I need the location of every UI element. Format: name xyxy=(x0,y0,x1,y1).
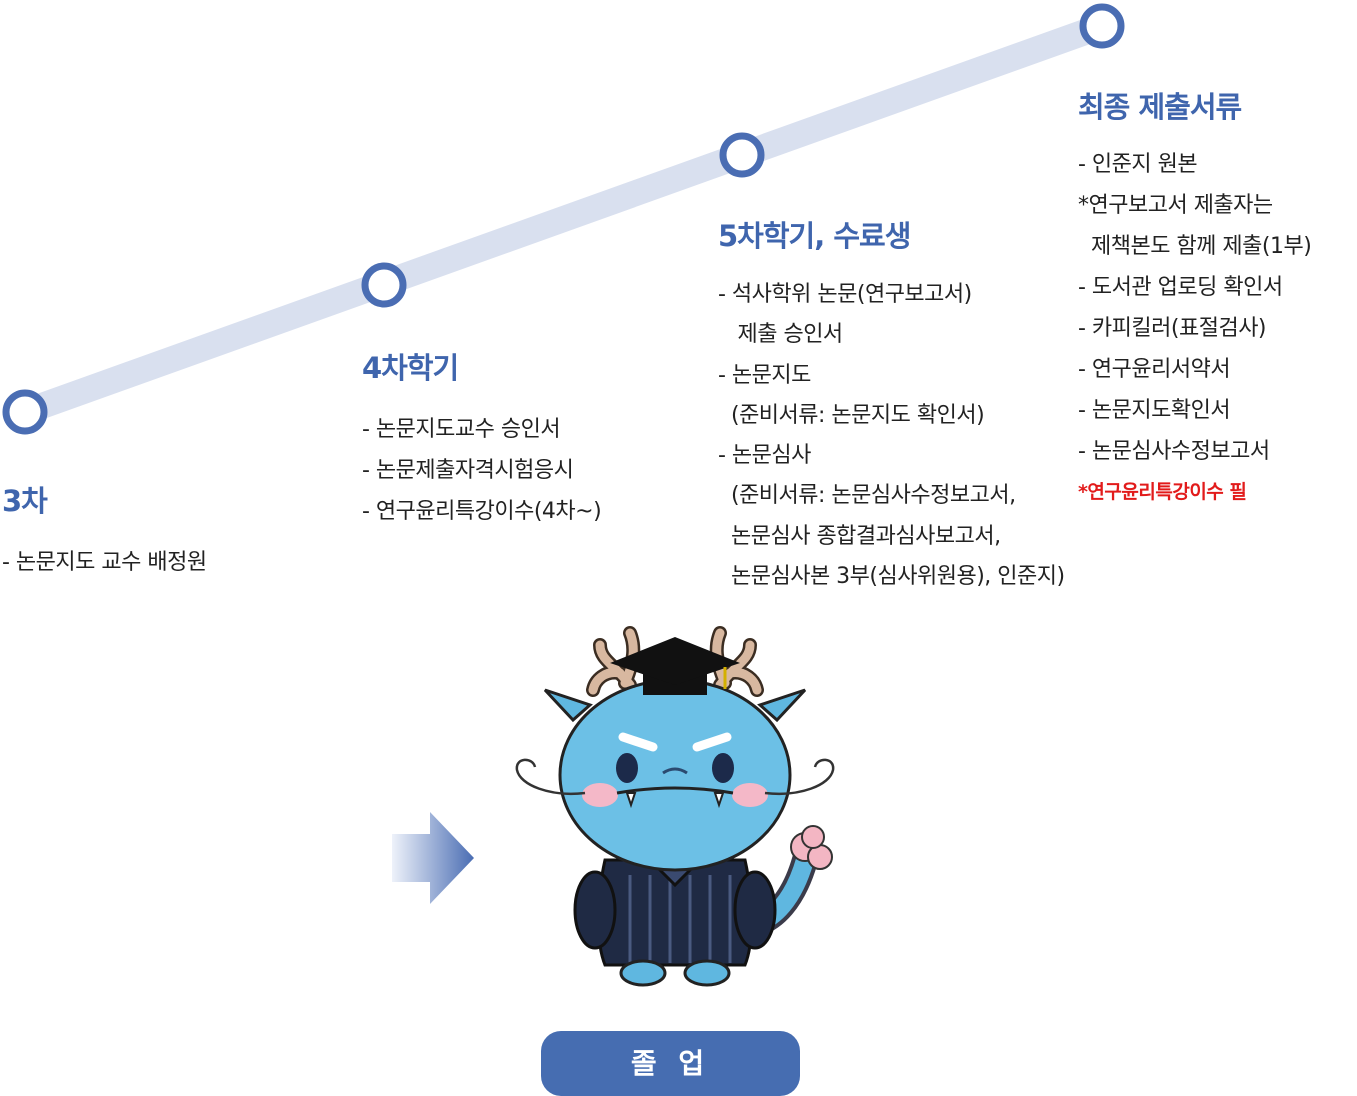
stage-items: - 논문지도교수 승인서 - 논문제출자격시험응시 - 연구윤리특강이수(4차~… xyxy=(362,409,602,532)
timeline-line xyxy=(12,13,1115,425)
timeline-node-final xyxy=(1079,3,1125,49)
stage-final: 최종 제출서류 - 인준지 원본 *연구보고서 제출자는 제책본도 함께 제출(… xyxy=(1078,84,1312,513)
stage-item: - 석사학위 논문(연구보고서) xyxy=(718,282,972,307)
stage-item: - 연구윤리서약서 xyxy=(1078,357,1231,382)
stage-item: - 논문심사 xyxy=(718,443,811,469)
stage-item: - 연구윤리특강이수(4차~) xyxy=(362,499,602,524)
stage-item: (준비서류: 논문심사수정보고서, xyxy=(718,483,1016,509)
stage-title: 3차 xyxy=(2,484,48,518)
stage-item: - 도서관 업로딩 확인서 xyxy=(1078,275,1283,300)
stage-item: (준비서류: 논문지도 확인서) xyxy=(718,402,985,428)
timeline-node-5 xyxy=(719,132,765,178)
stage-title: 5차학기, 수료생 xyxy=(718,219,911,253)
stage-title: 최종 제출서류 xyxy=(1078,90,1242,124)
stage-item: - 논문지도교수 승인서 xyxy=(362,417,561,442)
stage-item: - 논문제출자격시험응시 xyxy=(362,458,574,483)
stage-item: - 논문지도 xyxy=(718,362,811,388)
stage-item: *연구보고서 제출자는 xyxy=(1078,193,1273,218)
stage-4: 4차학기 - 논문지도교수 승인서 - 논문제출자격시험응시 - 연구윤리특강이… xyxy=(362,345,602,532)
timeline-track xyxy=(2,3,1125,435)
stage-item: - 카피킬러(표절검사) xyxy=(1078,316,1267,341)
stage-item: - 논문심사수정보고서 xyxy=(1078,439,1270,464)
stage-3: 3차 - 논문지도 교수 배정원 xyxy=(2,478,207,583)
stage-item: - 논문지도확인서 xyxy=(1078,398,1231,423)
stage-item: 논문심사본 3부(심사위원용), 인준지) xyxy=(718,564,1065,590)
graduation-badge: 졸 업 xyxy=(541,1031,800,1096)
required-note: *연구윤리특강이수 필 xyxy=(1078,481,1247,503)
arrow-right-icon xyxy=(392,812,474,904)
stage-title: 4차학기 xyxy=(362,351,459,385)
stage-item: 제출 승인서 xyxy=(718,322,843,348)
stage-item: - 인준지 원본 xyxy=(1078,152,1198,177)
stage-item: 논문심사 종합결과심사보고서, xyxy=(718,523,1001,549)
stage-item: - 논문지도 교수 배정원 xyxy=(2,550,207,575)
stage-items: - 석사학위 논문(연구보고서) 제출 승인서 - 논문지도 (준비서류: 논문… xyxy=(718,275,1065,597)
stage-item: 제책본도 함께 제출(1부) xyxy=(1078,234,1312,259)
stage-5: 5차학기, 수료생 - 석사학위 논문(연구보고서) 제출 승인서 - 논문지도… xyxy=(718,213,1065,597)
timeline-node-3 xyxy=(2,389,48,435)
blossom-icon xyxy=(790,825,833,870)
timeline-node-4 xyxy=(361,262,407,308)
stage-items: - 인준지 원본 *연구보고서 제출자는 제책본도 함께 제출(1부) - 도서… xyxy=(1078,144,1312,513)
stage-items: - 논문지도 교수 배정원 xyxy=(2,542,207,583)
dragon-mascot-graduate xyxy=(515,626,835,987)
